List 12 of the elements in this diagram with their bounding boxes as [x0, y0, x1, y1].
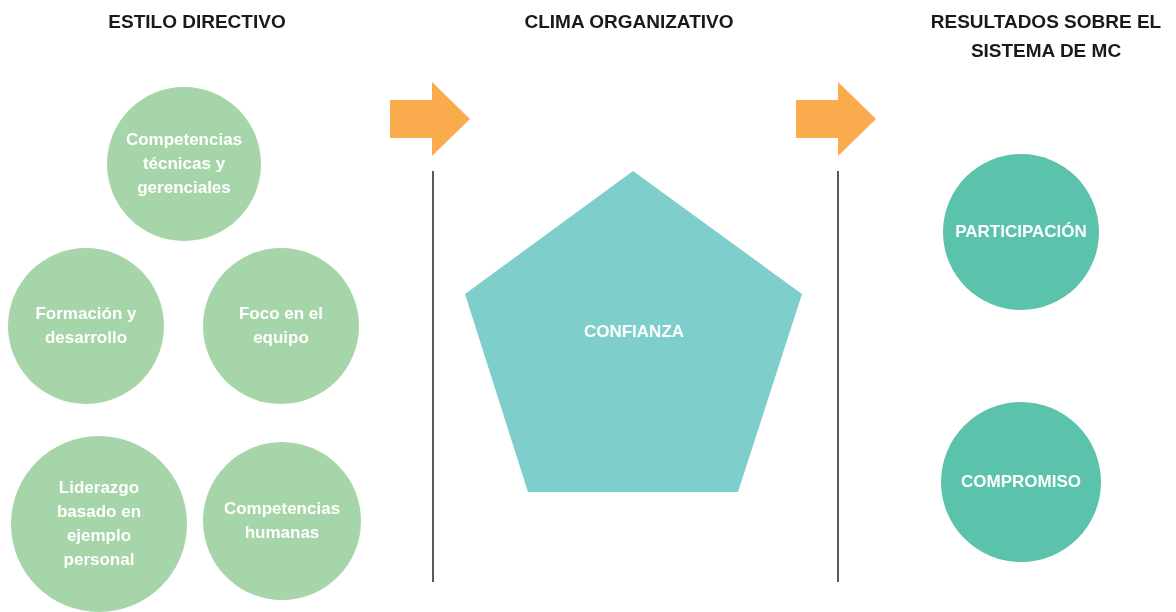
column-heading: CLIMA ORGANIZATIVO: [523, 10, 735, 34]
node-label: Competencias técnicas y gerenciales: [124, 129, 244, 199]
node-label: Competencias humanas: [222, 498, 342, 544]
node-label: CONFIANZA: [582, 321, 686, 344]
node-label: Liderazgo basado en ejemplo personal: [55, 477, 143, 571]
column-heading: ESTILO DIRECTIVO: [107, 10, 287, 34]
node-label: PARTICIPACIÓN: [954, 221, 1088, 244]
node-label: COMPROMISO: [960, 471, 1082, 494]
node-label: Formación y desarrollo: [34, 303, 138, 349]
node-label: Foco en el equipo: [237, 303, 325, 349]
pentagon-node: [465, 171, 803, 493]
column-heading: RESULTADOS SOBRE EL SISTEMA DE MC: [929, 10, 1163, 63]
